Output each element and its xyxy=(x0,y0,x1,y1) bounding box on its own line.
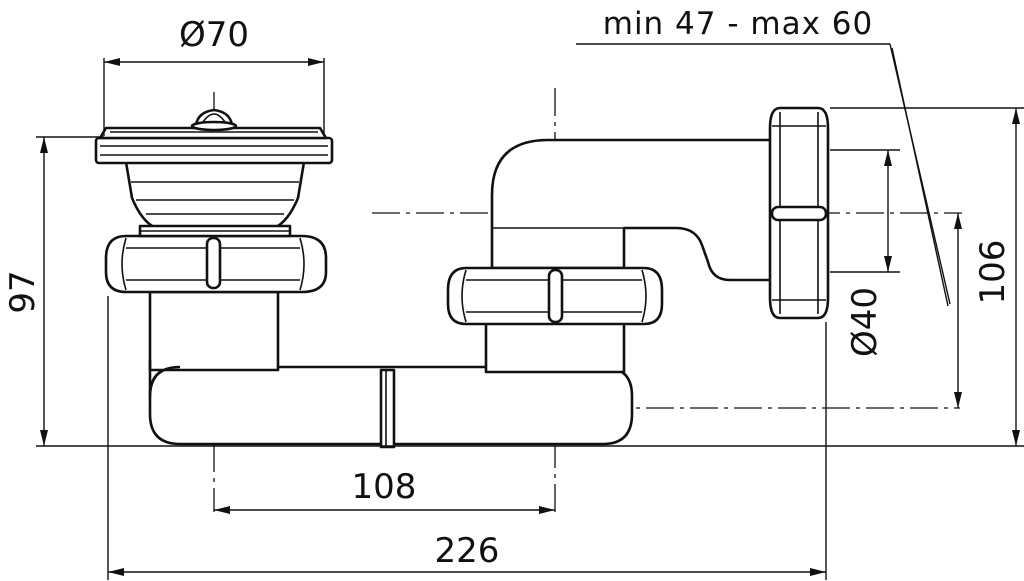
dim-height-right-label: 106 xyxy=(973,240,1013,305)
outlet-nut-slot xyxy=(770,205,828,222)
outlet-union-nut xyxy=(768,106,830,320)
drain-strainer-assembly xyxy=(94,108,334,294)
dim-overall-length-label: 226 xyxy=(435,531,500,571)
dim-adjust-range-label: min 47 - max 60 xyxy=(603,6,874,42)
dim-outlet-pipe-diameter-label: Ø40 xyxy=(845,287,885,357)
drain-flange xyxy=(94,136,334,165)
dimension-lines xyxy=(40,58,1020,576)
dim-outlet-diameter-label: Ø70 xyxy=(179,15,249,55)
trap-riser xyxy=(446,138,778,374)
extension-lines xyxy=(36,43,1024,580)
bottom-connecting-pipe xyxy=(148,365,634,449)
dim-center-distance-label: 108 xyxy=(352,467,417,507)
outlet-elbow-pipe xyxy=(490,138,778,282)
pipe-coupling-ring xyxy=(379,368,396,449)
drain-nut-slot xyxy=(205,236,222,290)
riser-nut-slot xyxy=(547,268,564,324)
drain-strainer-plate xyxy=(98,126,328,140)
dim-height-left-label: 97 xyxy=(3,270,43,313)
drain-funnel-body xyxy=(124,160,306,230)
dimension-labels: Ø70 min 47 - max 60 97 106 Ø40 108 226 xyxy=(3,6,1013,571)
